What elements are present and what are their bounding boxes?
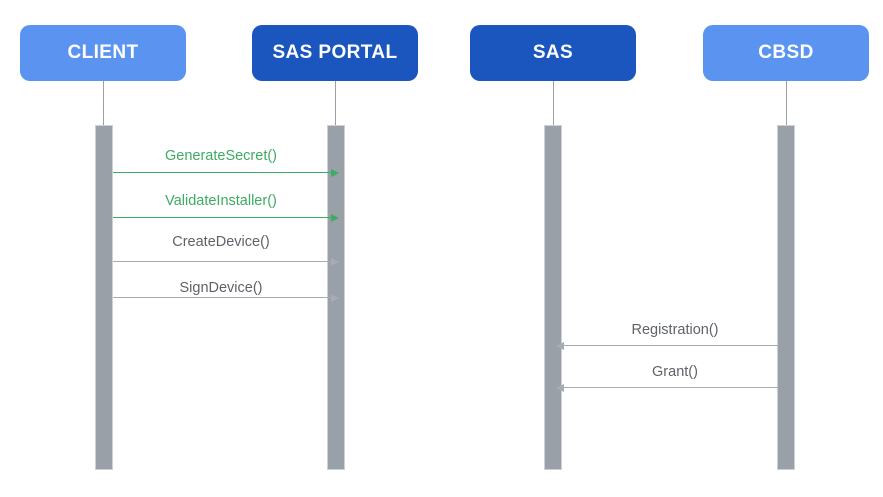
message-label-create-device: CreateDevice() [172, 234, 270, 250]
activation-bar-cbsd [777, 125, 795, 470]
message-label-registration: Registration() [631, 322, 719, 338]
arrowhead-left-icon-registration [556, 341, 564, 350]
participant-box-sas-portal[interactable]: SAS PORTAL [252, 25, 418, 81]
message-line-generate-secret[interactable] [113, 172, 333, 173]
participant-label-sas: SAS [532, 42, 574, 63]
message-label-generate-secret: GenerateSecret() [164, 148, 278, 164]
activation-bar-client [95, 125, 113, 470]
arrowhead-left-icon-grant [556, 383, 564, 392]
message-label-sign-device: SignDevice() [179, 280, 263, 296]
message-line-validate-installer[interactable] [113, 217, 333, 218]
message-line-create-device[interactable] [113, 261, 333, 262]
participant-box-client[interactable]: CLIENT [20, 25, 186, 81]
message-line-sign-device[interactable] [113, 297, 333, 298]
participant-box-sas[interactable]: SAS [470, 25, 636, 81]
participant-label-cbsd: CBSD [758, 42, 814, 63]
participant-label-client: CLIENT [67, 42, 139, 63]
arrowhead-right-icon-sign-device [331, 293, 339, 302]
participant-label-sas-portal: SAS PORTAL [272, 42, 398, 63]
arrowhead-right-icon-create-device [331, 257, 339, 266]
message-line-registration[interactable] [562, 345, 779, 346]
arrowhead-right-icon-generate-secret [331, 168, 339, 177]
arrowhead-right-icon-validate-installer [331, 213, 339, 222]
activation-bar-sas [544, 125, 562, 470]
message-line-grant[interactable] [562, 387, 779, 388]
message-label-validate-installer: ValidateInstaller() [165, 193, 277, 209]
message-label-grant: Grant() [652, 364, 698, 380]
participant-box-cbsd[interactable]: CBSD [703, 25, 869, 81]
